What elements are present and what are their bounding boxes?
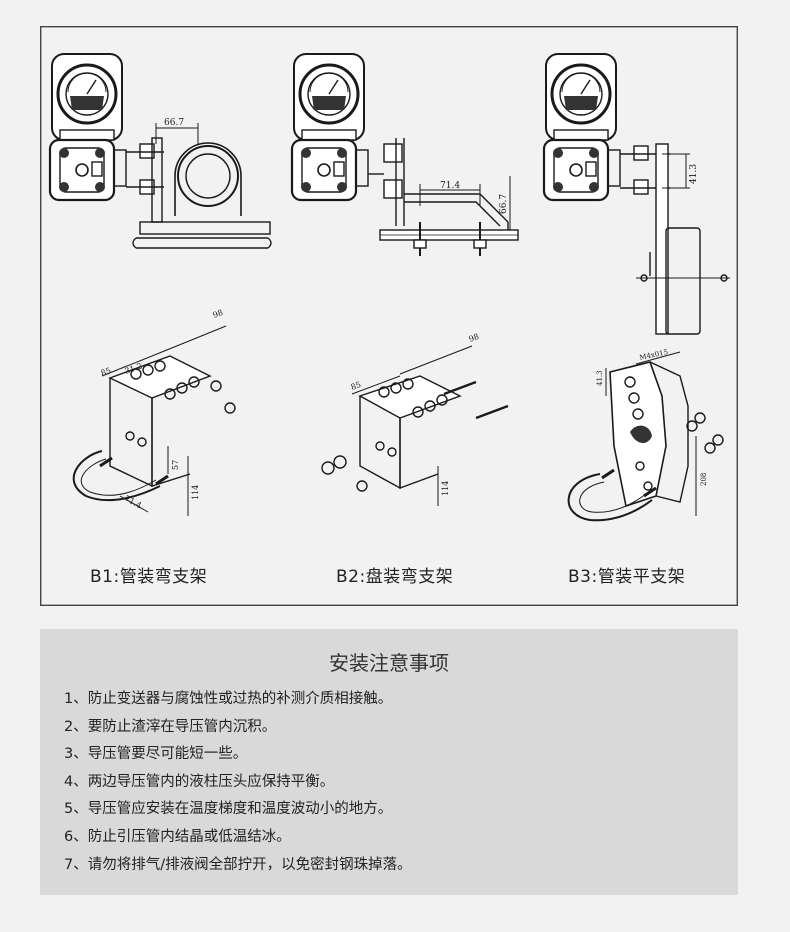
caption-b2: B2:盘装弯支架 xyxy=(336,567,454,587)
dim-b2-top-width: 71.4 xyxy=(440,181,460,191)
note-item: 7、请勿将排气/排液阀全部拧开，以免密封钢珠掉落。 xyxy=(64,856,412,873)
notes-list: 1、防止变送器与腐蚀性或过热的补测介质相接触。 2、要防止渣滓在导压管内沉积。 … xyxy=(64,686,412,879)
dim-b2-iso-a: 85 xyxy=(350,380,363,392)
note-item: 3、导压管要尽可能短一些。 xyxy=(64,746,248,763)
dim-b1-iso-a: 85 xyxy=(100,366,113,378)
note-item: 5、导压管应安装在温度梯度和温度波动小的地方。 xyxy=(64,801,393,818)
b3-front-view: 41.3 xyxy=(542,52,730,335)
b1-isometric-view: 98 85 31.2 57 114 71.4 xyxy=(72,308,236,516)
dim-b1-iso-height: 114 xyxy=(191,485,200,500)
installation-notes-panel: 安装注意事项 1、防止变送器与腐蚀性或过热的补测介质相接触。 2、要防止渣滓在导… xyxy=(40,629,738,895)
note-item: 6、防止引压管内结晶或低温结冰。 xyxy=(64,828,291,845)
note-item: 2、要防止渣滓在导压管内沉积。 xyxy=(64,718,277,735)
mounting-bracket-figure: 66.7 71.4 66.7 xyxy=(40,26,738,606)
dim-b1-iso-top: 98 xyxy=(212,308,225,320)
note-item: 4、两边导压管内的液柱压头应保持平衡。 xyxy=(64,773,335,790)
dim-b1-iso-side: 57 xyxy=(171,460,180,470)
dim-b2-iso-top: 98 xyxy=(468,332,481,344)
dim-b1-top-width: 66.7 xyxy=(164,118,184,128)
caption-b3: B3:管装平支架 xyxy=(568,567,686,587)
b1-front-view: 66.7 xyxy=(48,52,272,249)
notes-title: 安装注意事项 xyxy=(329,651,449,675)
b2-isometric-view: 98 85 114 xyxy=(321,332,509,506)
note-item: 1、防止变送器与腐蚀性或过热的补测介质相接触。 xyxy=(64,691,393,707)
dim-b3-iso-height: 208 xyxy=(700,473,708,486)
dim-b2-top-height: 66.7 xyxy=(499,194,509,214)
caption-b1: B1:管装弯支架 xyxy=(90,567,208,587)
dim-b2-iso-height: 114 xyxy=(441,481,450,496)
dim-b3-top-height: 41.3 xyxy=(689,164,699,184)
dim-b3-iso-top: M4x015 xyxy=(639,348,669,362)
dim-b3-iso-side: 41.3 xyxy=(596,370,604,386)
dim-b1-iso-bottom: 71.4 xyxy=(123,494,143,510)
b3-isometric-view: M4x015 41.3 208 xyxy=(567,348,724,522)
b2-front-view: 71.4 66.7 xyxy=(290,52,519,256)
